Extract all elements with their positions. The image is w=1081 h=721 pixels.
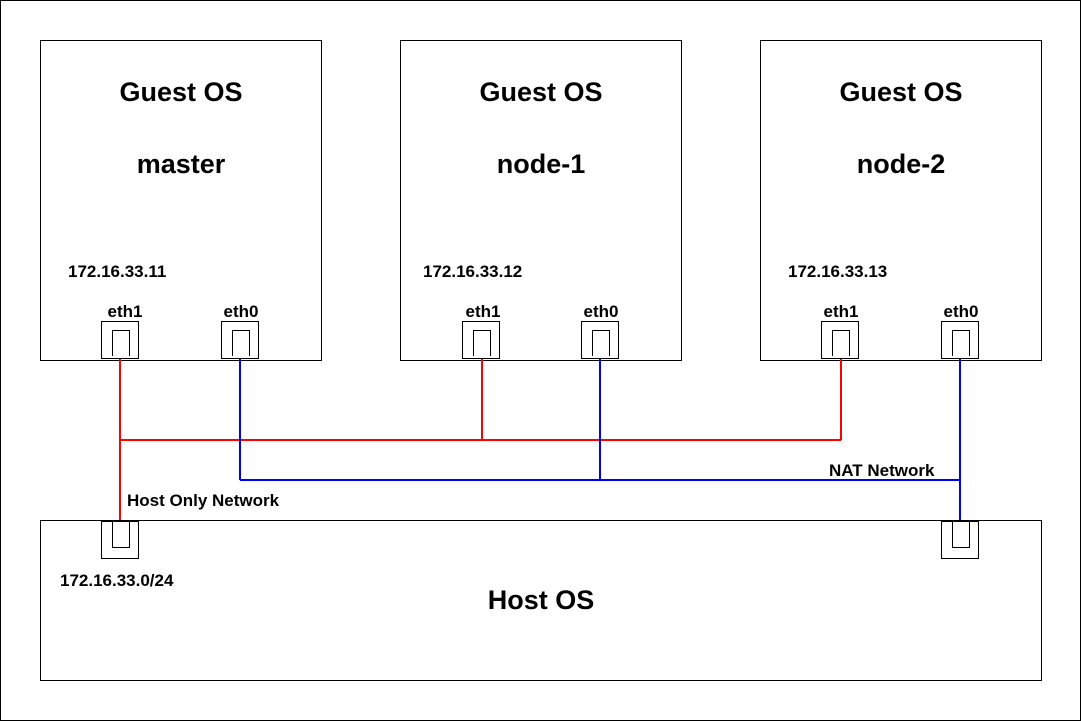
host-box: Host OS 172.16.33.0/24 — [40, 520, 1042, 681]
guest-ip: 172.16.33.13 — [788, 262, 888, 281]
eth0-label: eth0 — [223, 302, 259, 321]
host-only-network-label: Host Only Network — [127, 491, 280, 510]
eth1-port — [462, 321, 500, 359]
nat-port — [941, 521, 979, 559]
eth0-port — [221, 321, 259, 359]
guest-name: master — [136, 149, 226, 179]
eth1-label: eth1 — [465, 302, 501, 321]
host-subnet: 172.16.33.0/24 — [60, 571, 174, 590]
guest-ip: 172.16.33.11 — [68, 262, 167, 281]
guest-name: node-2 — [856, 149, 946, 179]
guest-title: Guest OS — [479, 77, 603, 107]
guest-title: Guest OS — [119, 77, 243, 107]
eth0-port — [581, 321, 619, 359]
guest-box-node-2: Guest OS node-2 172.16.33.13 eth1 eth0 — [760, 40, 1042, 361]
eth0-label: eth0 — [583, 302, 619, 321]
eth1-label: eth1 — [823, 302, 859, 321]
host-title: Host OS — [487, 585, 595, 615]
guest-title: Guest OS — [839, 77, 963, 107]
eth1-port — [101, 321, 139, 359]
guest-name: node-1 — [496, 149, 586, 179]
guest-box-node-1: Guest OS node-1 172.16.33.12 eth1 eth0 — [400, 40, 682, 361]
guest-box-master: Guest OS master 172.16.33.11 eth1 eth0 — [40, 40, 322, 361]
host-only-port — [101, 521, 139, 559]
eth0-port — [941, 321, 979, 359]
nat-network-label: NAT Network — [829, 461, 935, 480]
guest-ip: 172.16.33.12 — [423, 262, 523, 281]
eth1-label: eth1 — [107, 302, 143, 321]
nat-wires — [239, 359, 961, 520]
eth0-label: eth0 — [943, 302, 979, 321]
eth1-port — [821, 321, 859, 359]
